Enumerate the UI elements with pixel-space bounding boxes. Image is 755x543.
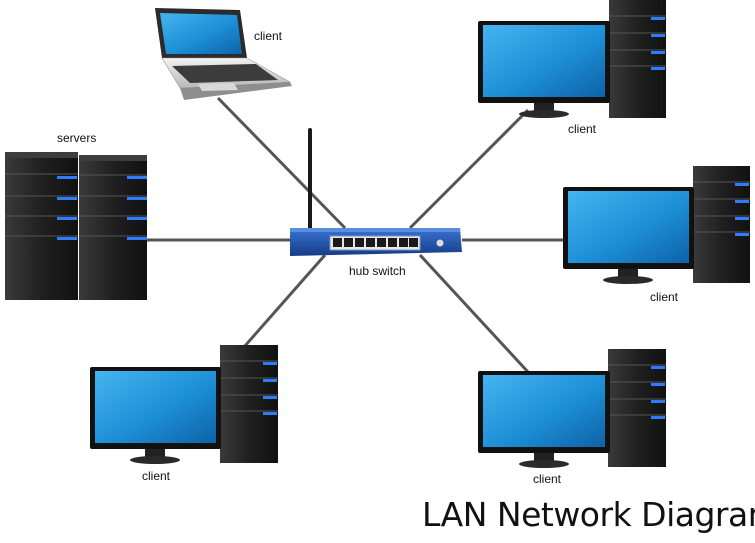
servers-label: servers — [57, 131, 97, 145]
cable-laptop — [216, 96, 347, 230]
client-bottom-right-label: client — [533, 472, 562, 486]
desktop-computer-icon — [563, 166, 750, 284]
diagram-title: LAN Network Diagram — [422, 495, 755, 534]
client-bottom-left-label: client — [142, 469, 171, 483]
client-top-right-label: client — [568, 122, 597, 136]
desktop-computer-icon — [478, 0, 666, 118]
laptop-label: client — [254, 29, 283, 43]
cable-client-bottom-right — [418, 253, 530, 374]
router-icon — [290, 128, 462, 256]
server-tower-icon — [5, 152, 147, 300]
cable-client-top-right — [408, 108, 530, 230]
desktop-computer-icon — [478, 349, 666, 468]
desktop-computer-icon — [90, 345, 278, 464]
client-right-label: client — [650, 290, 679, 304]
switch-label: hub switch — [349, 264, 406, 278]
laptop-icon — [155, 8, 292, 100]
